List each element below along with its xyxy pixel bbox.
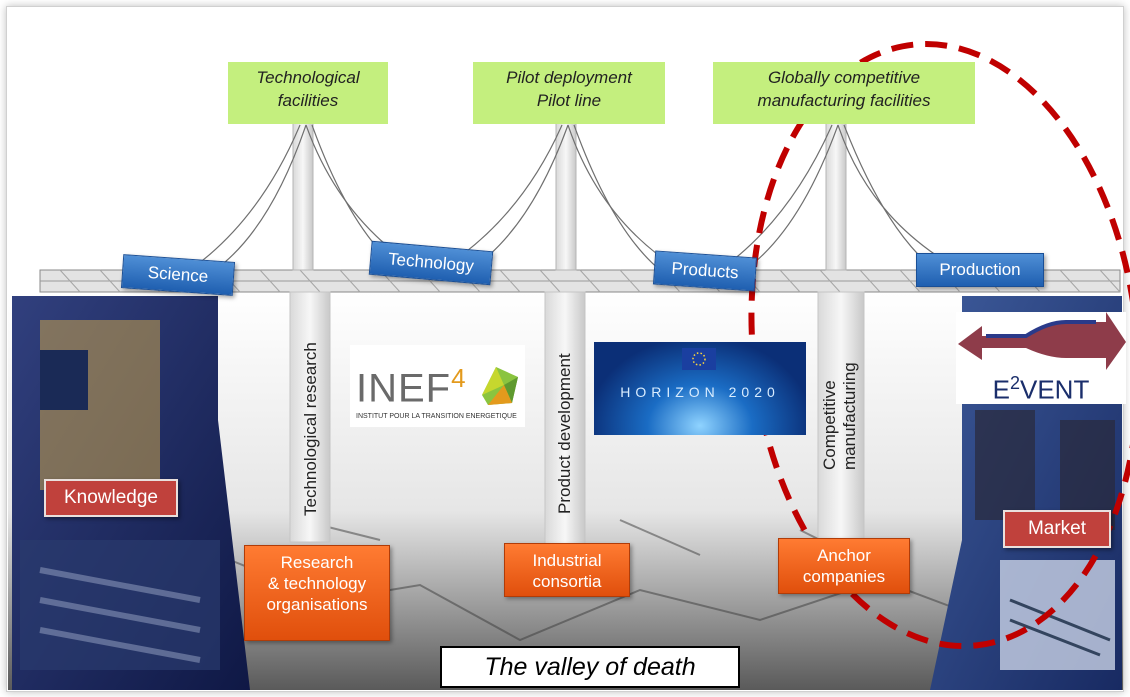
pillar-label-product-development: Product development	[555, 353, 574, 514]
e2vent-arrows-icon	[958, 312, 1126, 370]
inef4-logo: INEF4 INSTITUT POUR LA TRANSITION ENERGE…	[350, 345, 525, 427]
facility-pilot-line1: Pilot deployment	[506, 68, 632, 87]
tower-1	[292, 119, 314, 271]
box-industrial-consortia: Industrial consortia	[504, 543, 630, 597]
horizon-2020-logo: HORIZON 2020	[594, 342, 806, 435]
facility-manufacturing-line1: Globally competitive	[767, 68, 921, 87]
box-industrial-line1: Industrial	[532, 551, 602, 570]
eu-flag-icon	[682, 348, 716, 370]
stage-products: Products	[652, 250, 758, 292]
pillar-label-technological-research: Technological research	[301, 342, 320, 516]
facility-technological-line1: Technological	[256, 68, 360, 87]
pillar-product-development	[544, 291, 586, 553]
pillar-competitive-manufacturing	[817, 291, 865, 543]
inef4-wordmark: INEF4	[356, 363, 467, 411]
box-anchor-line2: companies	[802, 567, 886, 586]
market-label: Market	[1003, 510, 1111, 548]
pillar-technological-research	[289, 291, 331, 543]
box-research-line3: organisations	[266, 595, 368, 614]
facility-technological: Technological facilities	[228, 62, 388, 124]
valley-of-death-caption: The valley of death	[440, 646, 740, 688]
box-research-technology-organisations: Research & technology organisations	[244, 545, 390, 641]
facility-manufacturing-line2: manufacturing facilities	[757, 91, 931, 110]
e2vent-logo: E2VENT	[956, 312, 1126, 405]
facility-manufacturing: Globally competitive manufacturing facil…	[713, 62, 975, 124]
inef4-subtitle: INSTITUT POUR LA TRANSITION ENERGETIQUE	[356, 413, 517, 420]
knowledge-label: Knowledge	[44, 479, 178, 517]
box-research-line1: Research	[280, 553, 354, 572]
facility-pilot-line2: Pilot line	[536, 91, 602, 110]
pillar-label-competitive-manufacturing: Competitive manufacturing	[820, 362, 860, 470]
facility-technological-line2: facilities	[277, 91, 339, 110]
tower-3	[825, 119, 847, 271]
inef4-gem-icon	[482, 367, 518, 405]
e2vent-wordmark: E2VENT	[992, 373, 1090, 405]
box-anchor-companies: Anchor companies	[778, 538, 910, 594]
tower-2	[555, 119, 577, 271]
pillar-label-manufacturing: manufacturing	[840, 362, 859, 470]
facility-pilot: Pilot deployment Pilot line	[473, 62, 665, 124]
stage-production: Production	[916, 253, 1044, 287]
valley-cracks	[229, 519, 961, 642]
box-research-line2: & technology	[267, 574, 367, 593]
box-industrial-line2: consortia	[532, 572, 602, 591]
pillar-label-competitive: Competitive	[820, 380, 839, 470]
horizon-2020-text: HORIZON 2020	[620, 384, 780, 400]
box-anchor-line1: Anchor	[817, 546, 871, 565]
